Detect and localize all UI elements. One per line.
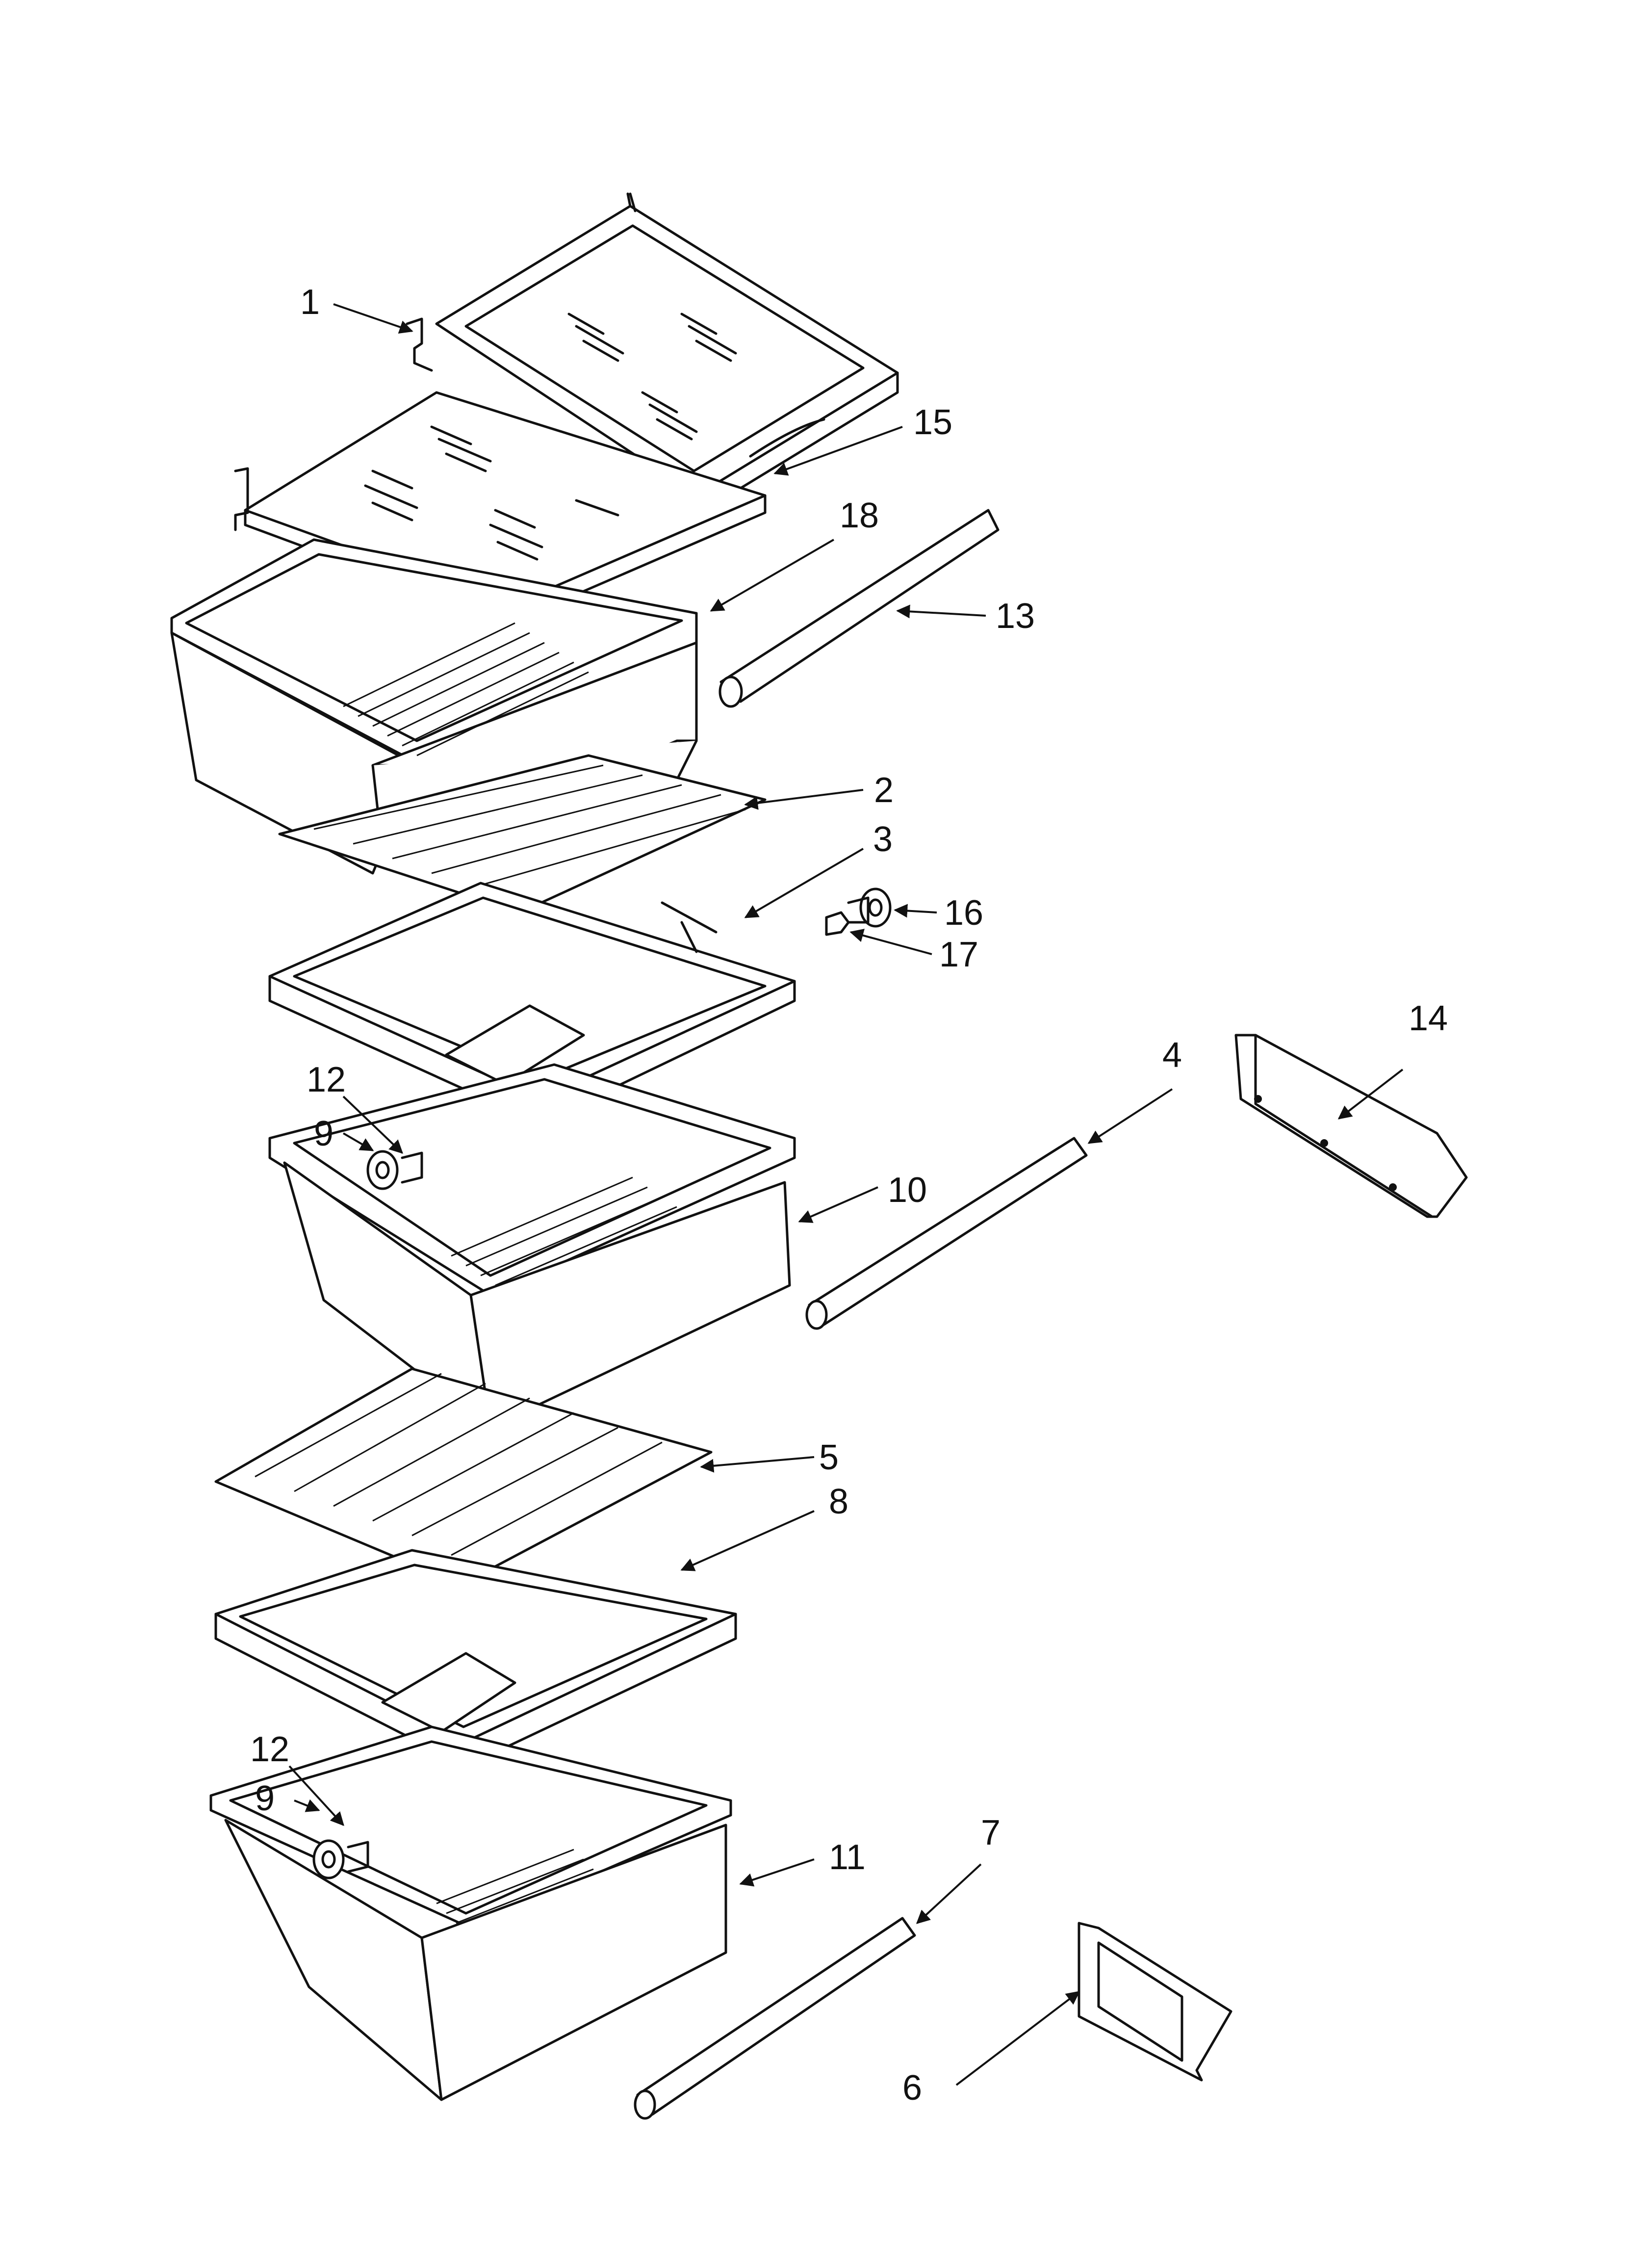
part-bracket-14 bbox=[1234, 1034, 1468, 1218]
callout-leaders bbox=[288, 303, 1404, 2086]
callout-14: 14 bbox=[1409, 999, 1448, 1038]
callout-18: 18 bbox=[840, 496, 879, 535]
part-glass-cover-2 bbox=[278, 754, 767, 914]
part-screw-17 bbox=[825, 911, 850, 936]
part-trim-4 bbox=[805, 1137, 1088, 1330]
part-middle-drawer bbox=[268, 1063, 796, 1429]
callout-5: 5 bbox=[819, 1438, 839, 1477]
callout-9-lower: 9 bbox=[255, 1779, 275, 1818]
callout-6: 6 bbox=[902, 2068, 922, 2108]
part-trim-7 bbox=[634, 1917, 916, 2120]
callout-9-upper: 9 bbox=[314, 1114, 334, 1153]
part-crisper-frame-8 bbox=[214, 1549, 737, 1768]
callout-4: 4 bbox=[1162, 1036, 1182, 1075]
callout-7: 7 bbox=[981, 1813, 1001, 1852]
callout-16: 16 bbox=[944, 893, 983, 933]
callout-3: 3 bbox=[873, 820, 893, 859]
callout-labels: 1 15 18 13 2 3 16 17 14 4 12 9 10 5 8 12… bbox=[250, 283, 1448, 2108]
callout-17: 17 bbox=[939, 935, 978, 974]
part-shelf-upper bbox=[406, 192, 899, 517]
part-roller-16 bbox=[847, 887, 892, 928]
callout-12-lower: 12 bbox=[250, 1730, 289, 1769]
callout-13: 13 bbox=[996, 597, 1035, 636]
callout-1: 1 bbox=[300, 283, 320, 322]
callout-12-upper: 12 bbox=[307, 1060, 346, 1099]
part-glass-cover-5 bbox=[214, 1367, 713, 1586]
part-trim-13 bbox=[718, 509, 1000, 708]
callout-10: 10 bbox=[888, 1171, 927, 1210]
callout-8: 8 bbox=[829, 1482, 848, 1521]
part-crisper-frame-3 bbox=[268, 882, 796, 1125]
callout-2: 2 bbox=[874, 771, 894, 810]
callout-11: 11 bbox=[829, 1838, 866, 1877]
part-lower-drawer bbox=[209, 1725, 732, 2101]
part-label-holder-6 bbox=[1078, 1922, 1232, 2082]
callout-15: 15 bbox=[913, 403, 952, 442]
